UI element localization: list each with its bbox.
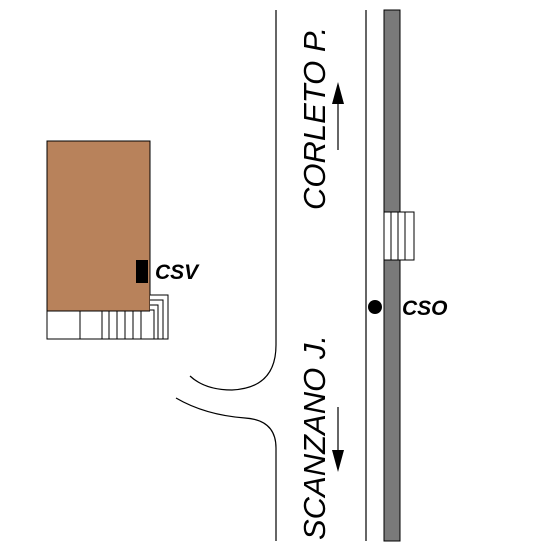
railway-track <box>383 9 401 542</box>
road-label-south: SCANZANO J. <box>297 335 332 540</box>
csv-marker <box>136 260 148 283</box>
cso-marker <box>368 300 382 314</box>
building <box>46 140 151 312</box>
building-steps <box>46 294 169 340</box>
road-label-north: CORLETO P. <box>297 27 332 210</box>
csv-label: CSV <box>155 261 200 284</box>
road-left-edge-bottom <box>175 397 277 541</box>
track-steps <box>383 211 415 261</box>
road-edges <box>175 10 367 541</box>
south-arrow <box>332 407 344 472</box>
road-left-edge-top <box>189 10 277 391</box>
north-arrow <box>332 82 344 150</box>
cso-label: CSO <box>402 297 448 320</box>
